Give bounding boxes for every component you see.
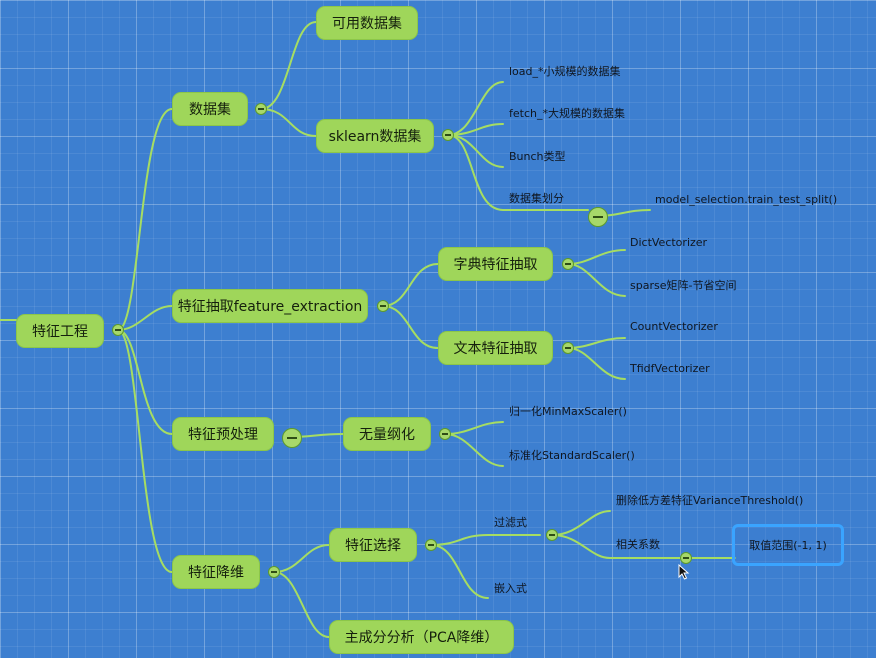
reduction-collapse-button[interactable]: [268, 566, 280, 578]
filter-collapse-button[interactable]: [546, 529, 558, 541]
sklearn-datasets-topic[interactable]: sklearn数据集: [316, 119, 434, 153]
reduction-topic[interactable]: 特征降维: [172, 555, 260, 589]
extraction-topic[interactable]: 特征抽取feature_extraction: [172, 289, 368, 323]
leaf-embedded-method[interactable]: 嵌入式: [494, 582, 527, 595]
datasets-collapse-button[interactable]: [255, 103, 267, 115]
leaf-count-vectorizer[interactable]: CountVectorizer: [630, 320, 718, 333]
leaf-filter-method[interactable]: 过滤式: [494, 516, 527, 529]
datasets-topic[interactable]: 数据集: [172, 92, 248, 126]
split-collapse-button[interactable]: [588, 207, 608, 227]
leaf-dict-vectorizer[interactable]: DictVectorizer: [630, 236, 708, 249]
selection-topic[interactable]: 特征选择: [329, 528, 417, 562]
dict-extraction-topic[interactable]: 字典特征抽取: [438, 247, 553, 281]
leaf-bunch[interactable]: Bunch类型: [509, 150, 566, 163]
scaling-collapse-button[interactable]: [439, 428, 451, 440]
leaf-minmax-scaler[interactable]: 归一化MinMaxScaler(): [509, 405, 627, 418]
extraction-collapse-button[interactable]: [377, 300, 389, 312]
dict-collapse-button[interactable]: [562, 258, 574, 270]
text-collapse-button[interactable]: [562, 342, 574, 354]
correlation-range-topic[interactable]: 取值范围(-1, 1): [732, 524, 844, 566]
root-collapse-button[interactable]: [112, 324, 124, 336]
root-topic[interactable]: 特征工程: [16, 314, 104, 348]
leaf-variance-threshold[interactable]: 删除低方差特征VarianceThreshold(): [616, 494, 804, 507]
text-extraction-topic[interactable]: 文本特征抽取: [438, 331, 553, 365]
leaf-load[interactable]: load_*小规模的数据集: [509, 65, 621, 78]
leaf-dataset-split[interactable]: 数据集划分: [509, 192, 564, 205]
mouse-cursor-icon: [678, 564, 690, 580]
scaling-topic[interactable]: 无量纲化: [343, 417, 431, 451]
preprocessing-collapse-button[interactable]: [282, 428, 302, 448]
leaf-standard-scaler[interactable]: 标准化StandardScaler(): [509, 449, 635, 462]
pca-topic[interactable]: 主成分分析（PCA降维）: [329, 620, 514, 654]
leaf-correlation[interactable]: 相关系数: [616, 538, 660, 551]
leaf-train-test-split[interactable]: model_selection.train_test_split(): [655, 193, 838, 206]
leaf-sparse-matrix[interactable]: sparse矩阵-节省空间: [630, 279, 737, 292]
preprocessing-topic[interactable]: 特征预处理: [172, 417, 274, 451]
sklearn-collapse-button[interactable]: [442, 129, 454, 141]
leaf-fetch[interactable]: fetch_*大规模的数据集: [509, 107, 625, 120]
leaf-tfidf-vectorizer[interactable]: TfidfVectorizer: [630, 362, 710, 375]
correlation-collapse-button[interactable]: [680, 552, 692, 564]
selection-collapse-button[interactable]: [425, 539, 437, 551]
available-datasets-topic[interactable]: 可用数据集: [316, 6, 418, 40]
